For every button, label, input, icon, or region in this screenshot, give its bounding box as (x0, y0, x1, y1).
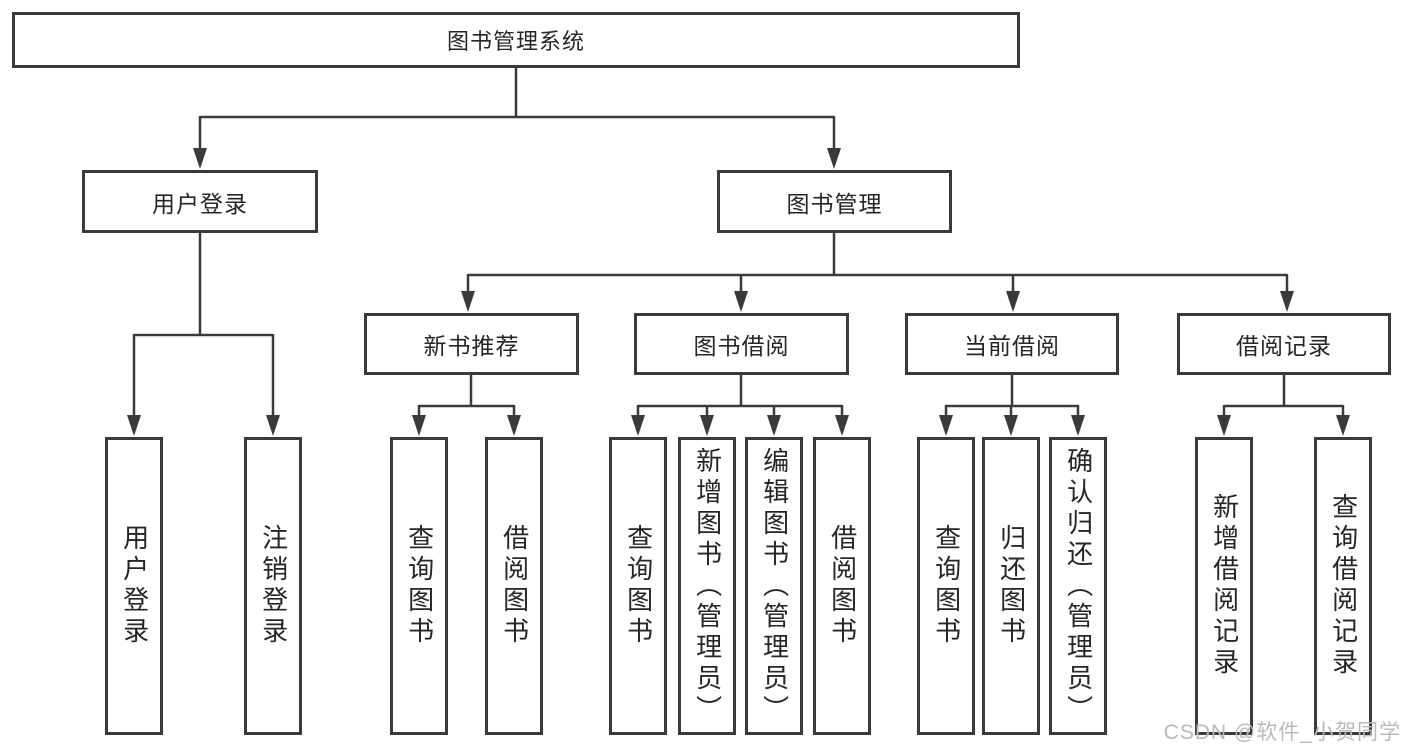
node-label: 图书管理 (786, 190, 883, 217)
node-leaf-query-books-current: 查询图书 (917, 437, 975, 735)
node-book-borrowing: 图书借阅 (634, 313, 849, 375)
node-label: 图书借阅 (693, 333, 790, 359)
node-label: 用户登录 (119, 524, 150, 648)
node-leaf-query-borrow-record: 查询借阅记录 (1314, 437, 1372, 735)
node-leaf-return-books: 归还图书 (982, 437, 1040, 735)
node-label: 图书管理系统 (446, 29, 585, 54)
node-leaf-edit-books-admin: 编辑图书（管理员） (745, 437, 803, 735)
node-label: 新增借阅记录 (1209, 493, 1240, 679)
csdn-watermark: CSDN @软件_小贺同学 (1163, 721, 1401, 744)
node-user-login: 用户登录 (82, 170, 318, 233)
node-label: 用户登录 (152, 190, 248, 217)
node-leaf-add-books-admin: 新增图书（管理员） (678, 437, 736, 735)
node-new-book-recommendation: 新书推荐 (364, 313, 579, 375)
node-label: 借阅记录 (1236, 333, 1332, 359)
node-label: 查询借阅记录 (1328, 493, 1359, 679)
node-root: 图书管理系统 (12, 12, 1020, 68)
node-label: 归还图书 (996, 524, 1027, 648)
node-leaf-logout: 注销登录 (244, 437, 302, 735)
node-label: 当前借阅 (964, 333, 1060, 359)
node-label: 查询图书 (404, 524, 435, 648)
node-leaf-query-books-recommend: 查询图书 (390, 437, 448, 735)
node-label: 借阅图书 (499, 524, 530, 648)
node-label: 借阅图书 (827, 524, 858, 648)
node-label: 编辑图书（管理员） (759, 446, 790, 726)
node-leaf-borrow-books-recommend: 借阅图书 (485, 437, 543, 735)
node-label: 新增图书（管理员） (692, 446, 723, 726)
node-leaf-borrow-books: 借阅图书 (813, 437, 871, 735)
node-label: 查询图书 (623, 524, 654, 648)
node-label: 查询图书 (931, 524, 962, 648)
node-label: 确认归还（管理员） (1063, 446, 1094, 726)
node-label: 注销登录 (258, 524, 289, 648)
node-borrowing-records: 借阅记录 (1177, 313, 1391, 375)
node-leaf-add-borrow-record: 新增借阅记录 (1195, 437, 1253, 735)
arrowhead-icons (127, 148, 1350, 436)
node-leaf-user-login: 用户登录 (105, 437, 163, 735)
node-book-management: 图书管理 (717, 170, 952, 233)
node-label: 新书推荐 (423, 333, 520, 359)
node-leaf-query-books-borrowing: 查询图书 (609, 437, 667, 735)
node-leaf-confirm-return-admin: 确认归还（管理员） (1049, 437, 1107, 735)
node-current-borrowing: 当前借阅 (905, 313, 1119, 375)
